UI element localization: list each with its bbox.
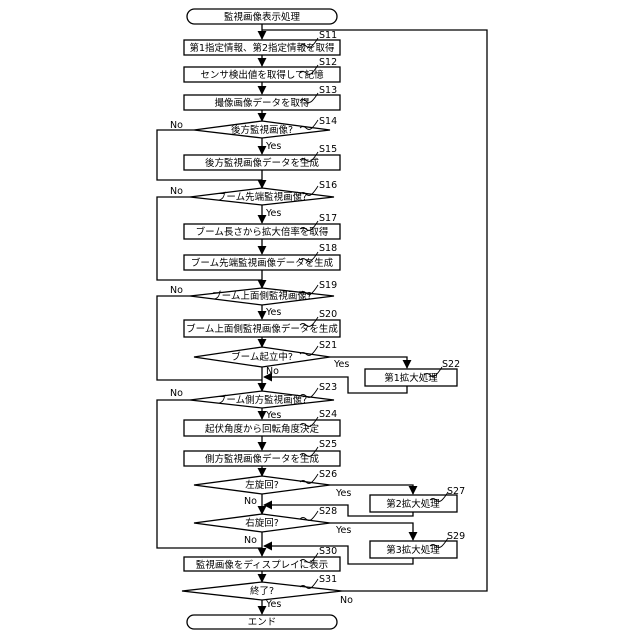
decision-s14-label: 後方監視画像? [231, 124, 293, 136]
s21-no-label: No [266, 366, 279, 377]
s28-yes-label: Yes [335, 525, 351, 536]
s14-no-label: No [170, 120, 183, 131]
step-s31-id: S31 [319, 574, 337, 585]
step-s20-id: S20 [319, 309, 337, 320]
step-s15-id: S15 [319, 144, 337, 155]
step-s18-label: ブーム先端監視画像データを生成 [191, 257, 334, 269]
decision-s16-label: ブーム先端監視画像? [217, 191, 307, 203]
step-s24-label: 起伏角度から回転角度決定 [205, 423, 320, 435]
step-s11-id: S11 [319, 30, 337, 41]
step-s24-id: S24 [319, 409, 337, 420]
step-s23-id: S23 [319, 382, 337, 393]
step-s29-id: S29 [447, 531, 465, 542]
start-label: 監視画像表示処理 [224, 11, 301, 23]
step-s17-label: ブーム長さから拡大倍率を取得 [196, 226, 329, 238]
step-s22-label: 第1拡大処理 [384, 372, 438, 384]
end-label: エンド [248, 617, 277, 628]
step-s27-id: S27 [447, 486, 465, 497]
step-s13-label: 撮像画像データを取得 [214, 97, 310, 109]
decision-s21-label: ブーム起立中? [231, 351, 293, 363]
step-s30-label: 監視画像をディスプレイに表示 [196, 559, 328, 571]
step-s28-id: S28 [319, 506, 337, 517]
s31-yes-label: Yes [265, 599, 281, 610]
step-s14-id: S14 [319, 116, 337, 127]
step-s30-id: S30 [319, 546, 337, 557]
decision-s19-label: ブーム上面側監視画像? [212, 290, 312, 302]
step-s25-id: S25 [319, 439, 337, 450]
step-s12-id: S12 [319, 57, 337, 68]
step-s12-label: センサ検出値を取得して記憶 [200, 69, 324, 81]
s23-no-label: No [170, 388, 183, 399]
s21-yes-label: Yes [333, 359, 349, 370]
step-s19-id: S19 [319, 280, 337, 291]
step-s25-label: 側方監視画像データを生成 [205, 453, 320, 465]
step-s27-label: 第2拡大処理 [386, 498, 440, 510]
s26-yes-label: Yes [335, 488, 351, 499]
decision-s28-label: 右旋回? [245, 517, 279, 529]
step-s11-label: 第1指定情報、第2指定情報を取得 [189, 42, 335, 54]
s23-yes-label: Yes [265, 410, 281, 421]
decision-s31-label: 終了? [250, 585, 274, 597]
s19-yes-label: Yes [265, 307, 281, 318]
s16-yes-label: Yes [265, 208, 281, 219]
s31-no-label: No [340, 595, 353, 606]
step-s17-id: S17 [319, 213, 337, 224]
step-s21-id: S21 [319, 340, 337, 351]
step-s29-label: 第3拡大処理 [386, 544, 440, 556]
s28-no-label: No [244, 535, 257, 546]
s19-no-label: No [170, 285, 183, 296]
decision-s26-label: 左旋回? [245, 479, 279, 491]
s16-no-label: No [170, 186, 183, 197]
step-s20-label: ブーム上面側監視画像データを生成 [186, 323, 338, 335]
step-s13-id: S13 [319, 85, 337, 96]
decision-s23-label: ブーム側方監視画像? [217, 394, 307, 406]
step-s16-id: S16 [319, 180, 337, 191]
s26-no-label: No [244, 496, 257, 507]
step-s26-id: S26 [319, 469, 337, 480]
step-s18-id: S18 [319, 243, 337, 254]
edge-s19-no [157, 296, 262, 380]
step-s22-id: S22 [442, 359, 460, 370]
s14-yes-label: Yes [265, 141, 281, 152]
